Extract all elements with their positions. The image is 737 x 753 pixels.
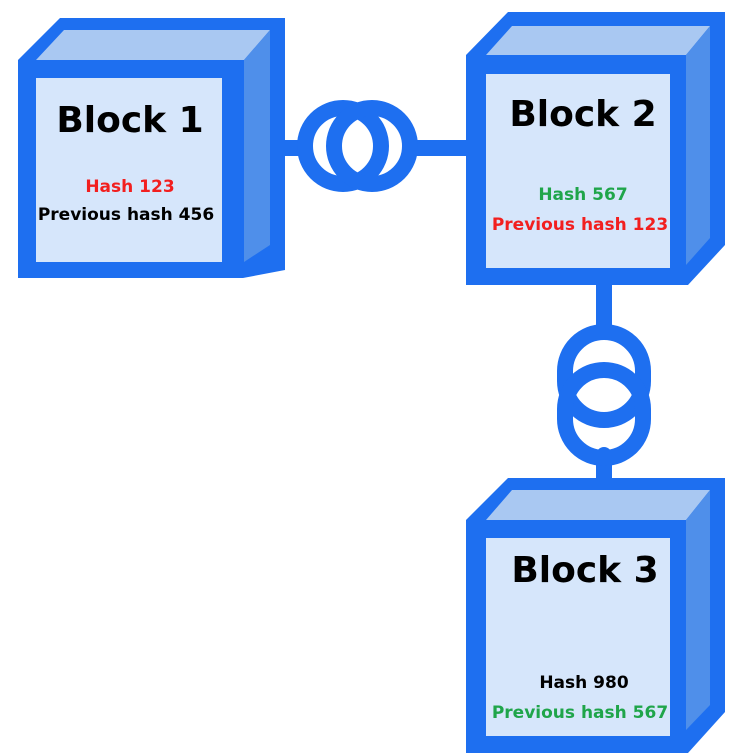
block-3-face [486,538,670,736]
block-1-side [244,30,270,262]
block-3-side [686,490,710,730]
block-2-previous-hash: Previous hash 123 [492,215,668,235]
block-2-top [486,26,710,55]
block-1-cube: Block 1 Hash 123 Previous hash 456 [18,18,285,278]
block-2-title: Block 2 [509,94,656,135]
block-3-top [486,490,710,520]
block-2-face [486,74,670,268]
block-2-hash: Hash 567 [538,185,627,205]
block-1-face [36,78,222,262]
block-3-cube: Block 3 Hash 980 Previous hash 567 [466,478,725,753]
block-1-top [36,30,270,60]
block-3-previous-hash: Previous hash 567 [492,703,668,723]
block-3-title: Block 3 [511,550,658,591]
chain-link-icon [237,100,483,192]
block-3-hash: Hash 980 [539,673,628,693]
block-1-title: Block 1 [56,100,203,141]
block-1-previous-hash: Previous hash 456 [38,205,214,225]
block-2-cube: Block 2 Hash 567 Previous hash 123 [466,12,725,285]
block-1-hash: Hash 123 [85,177,174,197]
block-2-side [686,26,710,265]
